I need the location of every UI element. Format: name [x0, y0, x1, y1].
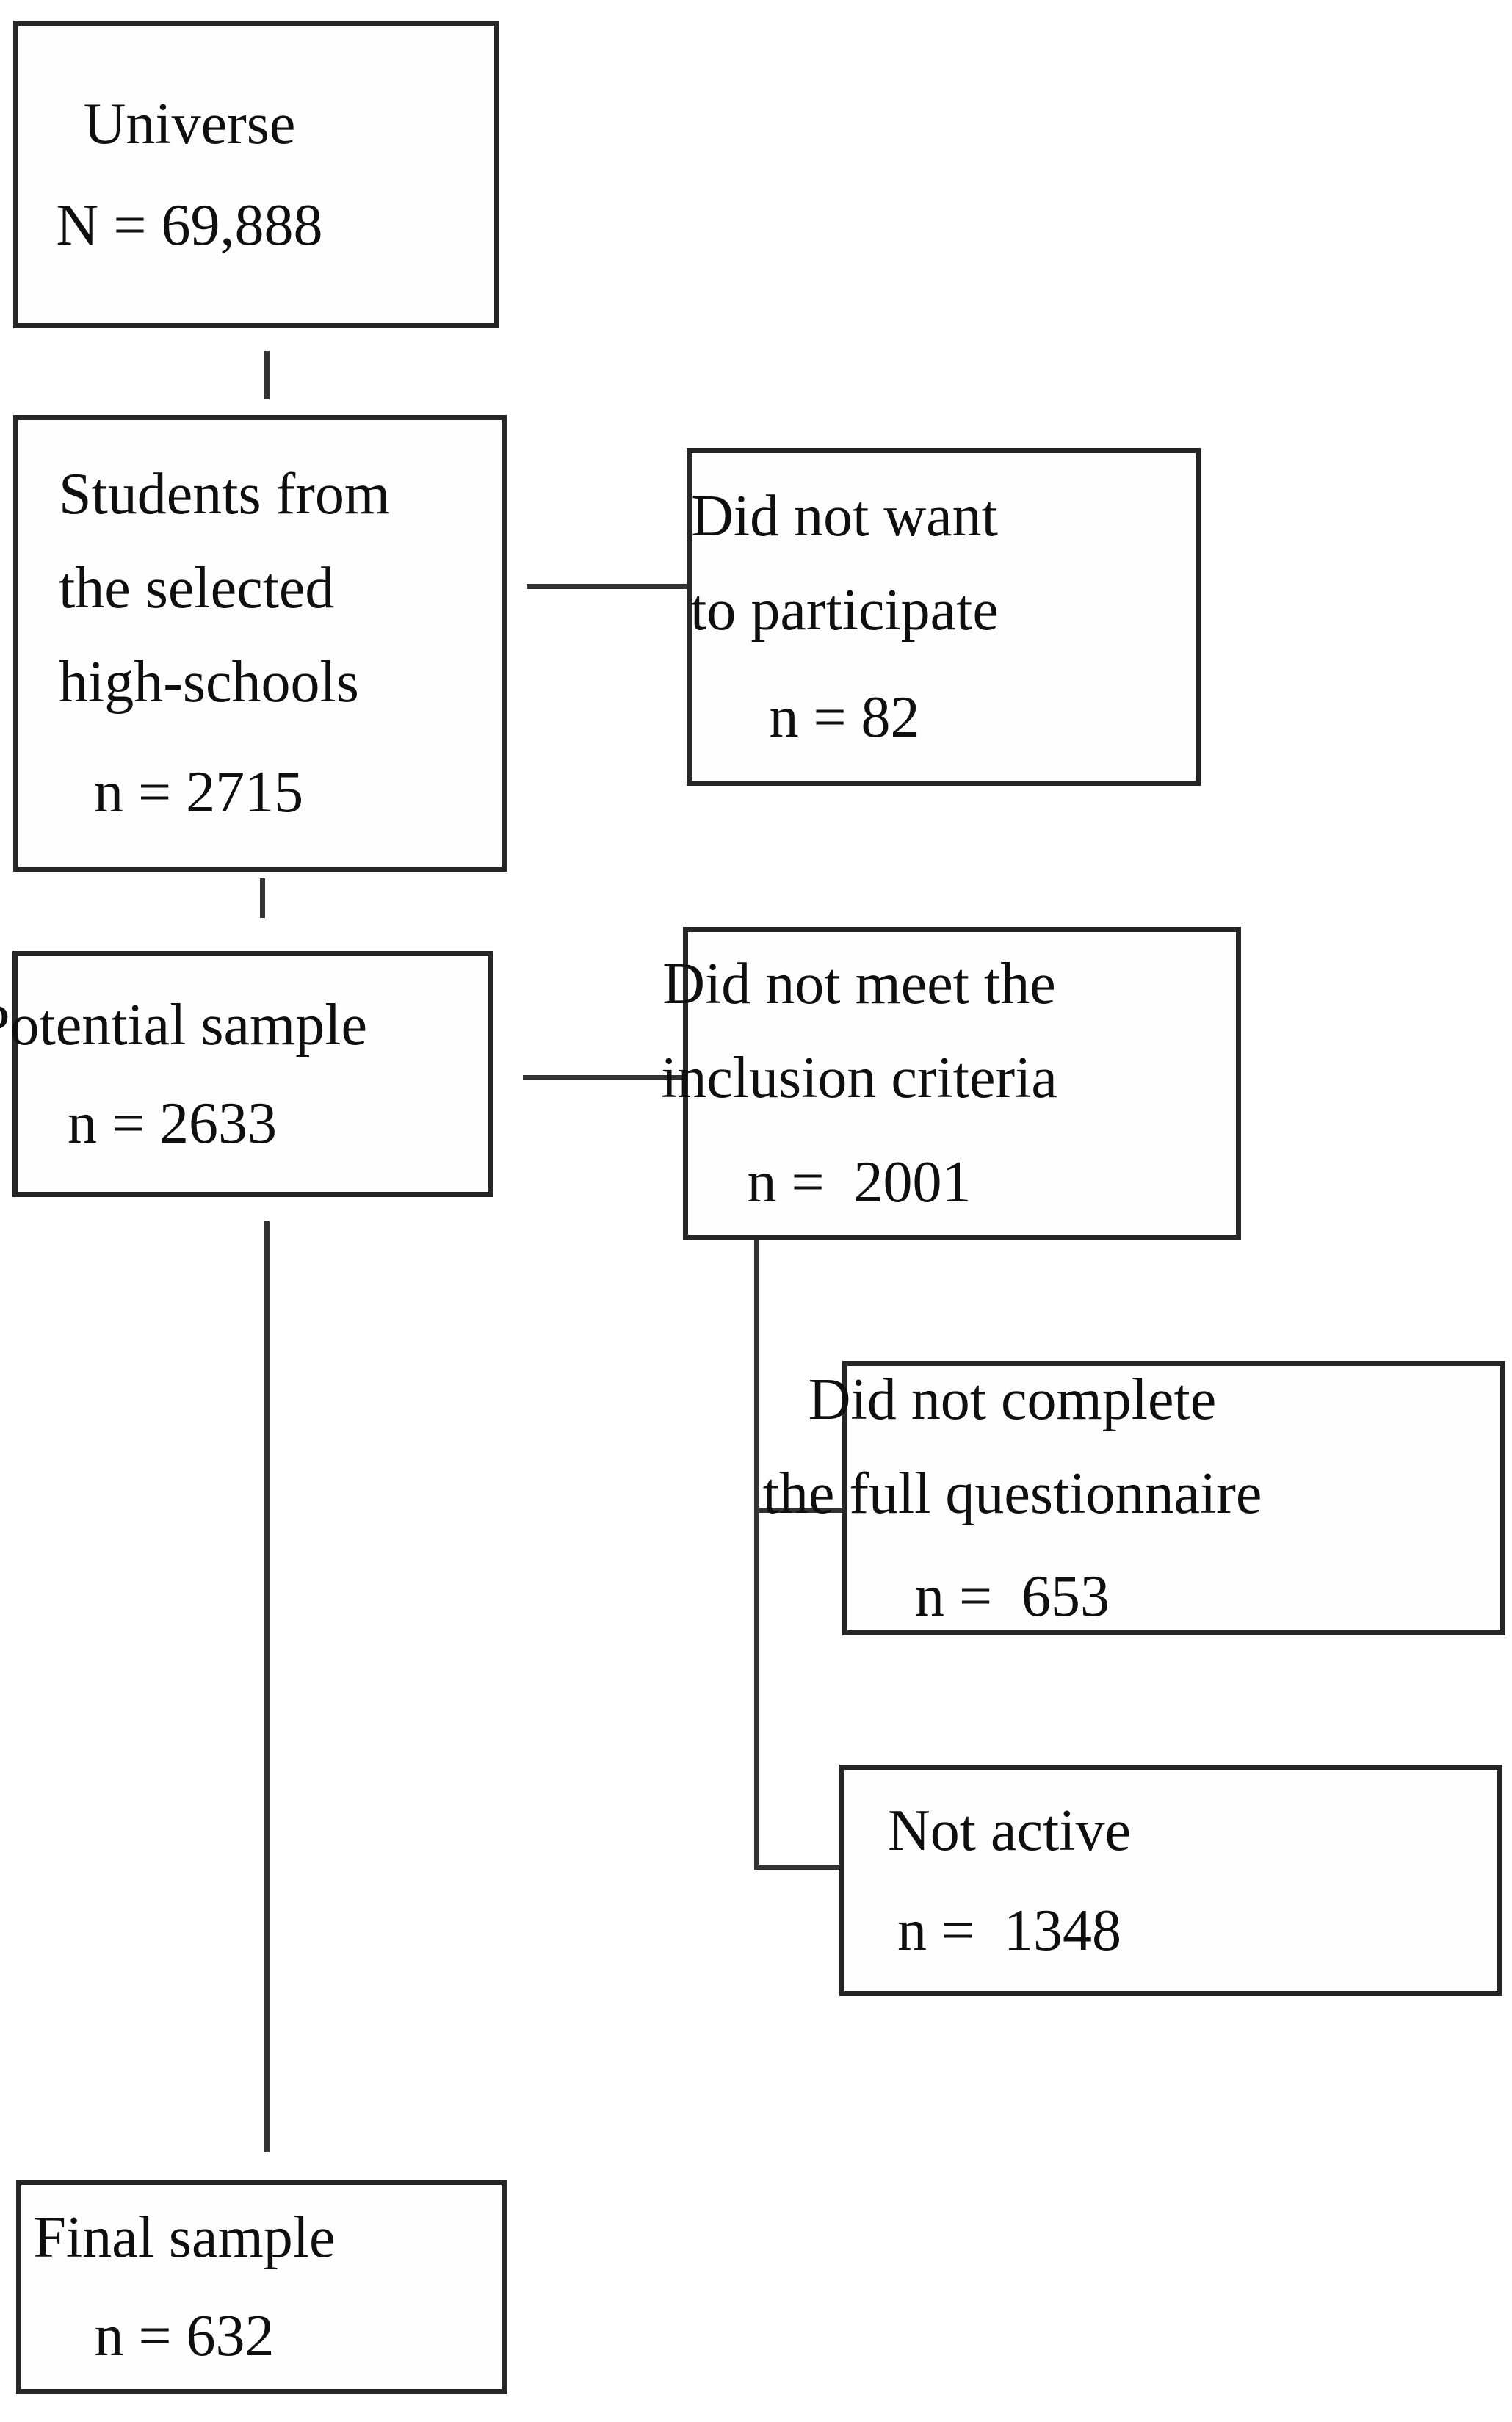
connector-potential-to-criteria — [523, 1075, 683, 1080]
node-potential-sample-count: n = 2633 — [67, 1091, 278, 1156]
node-students: Students from the selected high-schools … — [13, 415, 507, 872]
node-final-sample-label: Final sample — [33, 2205, 336, 2270]
connector-criteria-to-not-active — [759, 1865, 839, 1870]
node-universe: Universe N = 69,888 — [13, 21, 499, 328]
node-did-not-meet-criteria-label: inclusion criteria — [661, 1046, 1057, 1110]
node-did-not-want-label: to participate — [690, 578, 999, 643]
node-students-count: n = 2715 — [94, 760, 304, 825]
node-did-not-complete-count: n = 653 — [914, 1564, 1110, 1629]
node-students-label: the selected — [59, 556, 335, 621]
node-universe-label: Universe — [83, 91, 296, 156]
node-potential-sample-label: Potential sample — [0, 992, 368, 1058]
node-did-not-complete: Did not complete the full questionnaire … — [763, 1361, 1505, 1635]
node-did-not-meet-criteria-count: n = 2001 — [747, 1150, 972, 1215]
node-did-not-complete-label: Did not complete — [808, 1367, 1217, 1432]
node-did-not-meet-criteria-label: Did not meet the — [662, 952, 1056, 1016]
node-final-sample-count: n = 632 — [94, 2304, 275, 2368]
node-universe-count: N = 69,888 — [56, 192, 323, 258]
node-not-active: Not active n = 1348 — [839, 1765, 1502, 1996]
node-students-label: high-schools — [59, 650, 359, 715]
node-students-label: Students from — [59, 462, 391, 527]
connector-criteria-descender — [754, 1240, 759, 1870]
node-potential-sample: Potential sample n = 2633 — [0, 951, 493, 1197]
connector-students-to-potential — [260, 878, 265, 918]
node-not-active-label: Not active — [888, 1798, 1131, 1863]
connector-students-to-did-not-want — [527, 584, 687, 589]
node-did-not-want: Did not want to participate n = 82 — [687, 448, 1201, 786]
node-did-not-meet-criteria: Did not meet the inclusion criteria n = … — [661, 927, 1241, 1240]
connector-criteria-to-questionnaire — [759, 1508, 842, 1513]
node-did-not-want-count: n = 82 — [769, 685, 920, 750]
connector-potential-to-final — [264, 1221, 270, 2152]
connector-universe-to-students — [264, 351, 270, 399]
node-did-not-complete-label: the full questionnaire — [762, 1461, 1262, 1526]
node-final-sample: Final sample n = 632 — [16, 2180, 507, 2394]
node-did-not-want-label: Did not want — [691, 484, 998, 549]
node-not-active-count: n = 1348 — [897, 1898, 1122, 1963]
